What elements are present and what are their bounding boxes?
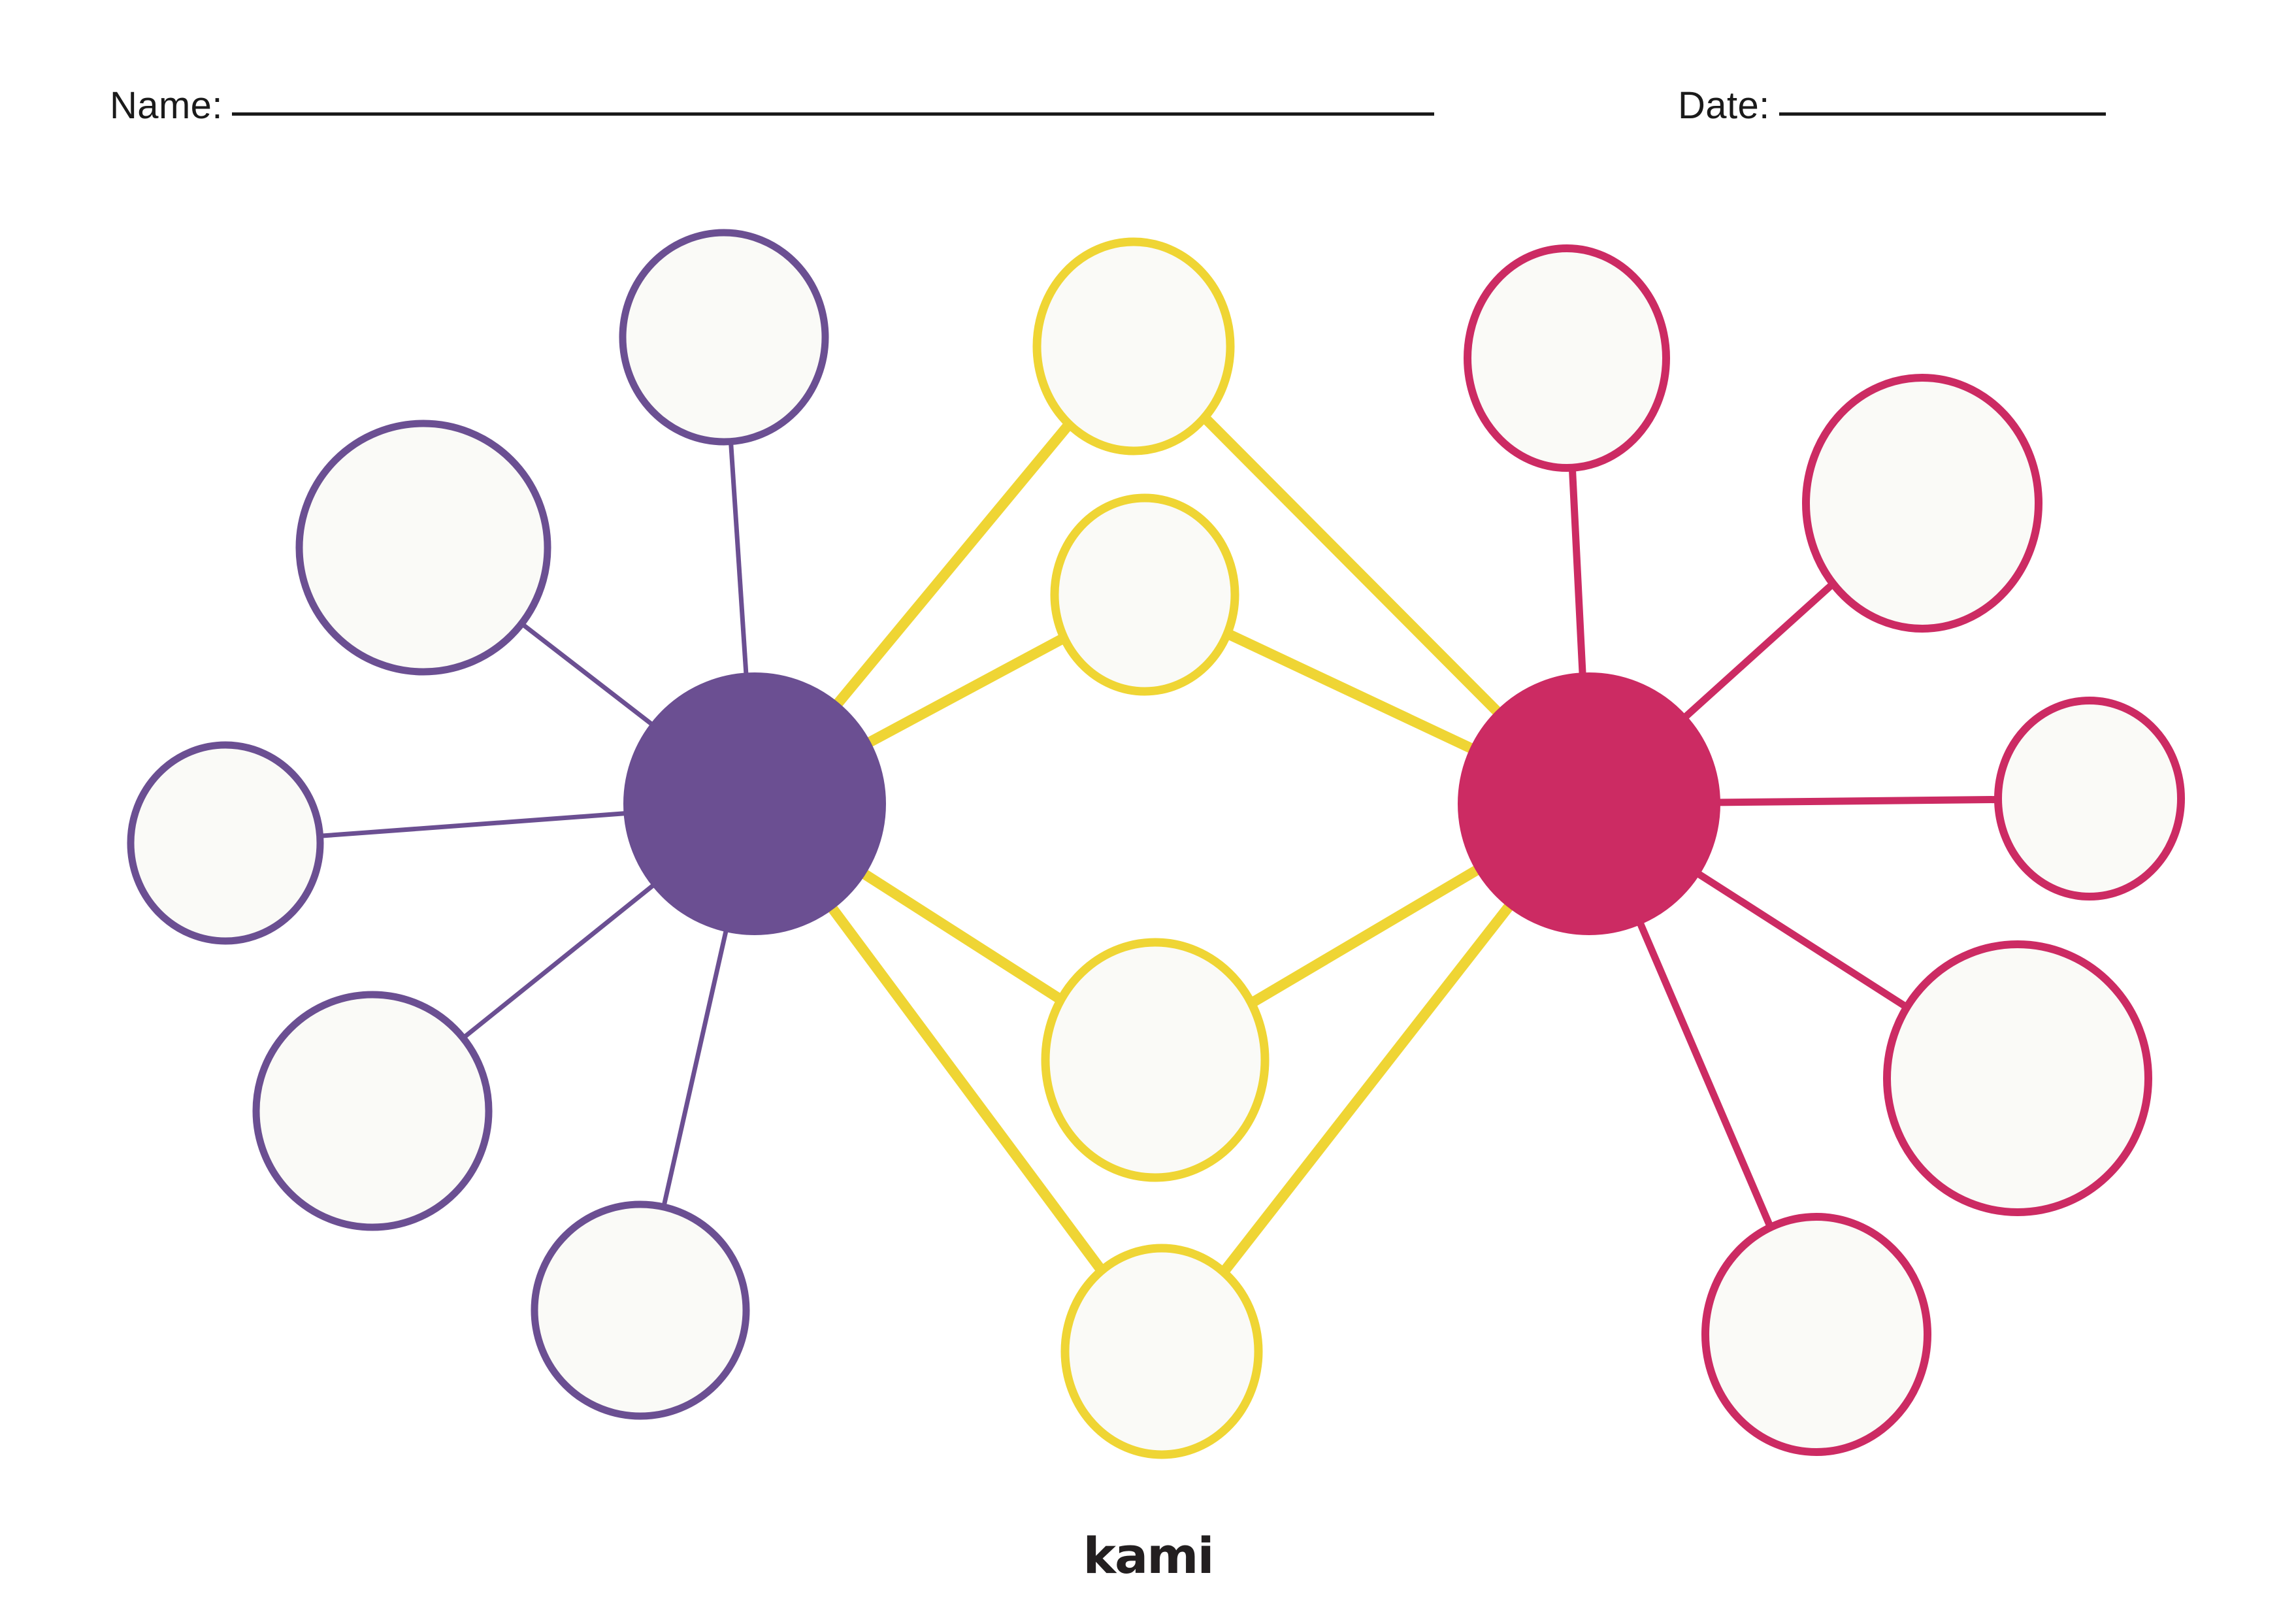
name-write-line[interactable] xyxy=(231,112,1434,116)
bubble-p1[interactable] xyxy=(619,229,829,446)
hub-bubble-hub-purple[interactable] xyxy=(623,672,886,935)
date-field[interactable]: Date: xyxy=(1678,84,2106,127)
bubble-p4[interactable] xyxy=(252,991,493,1231)
bubble-c4[interactable] xyxy=(1883,940,2152,1216)
bubble-y2[interactable] xyxy=(1050,493,1239,696)
connector-line-hub-purple-y3 xyxy=(862,870,1064,1004)
bubble-p3[interactable] xyxy=(127,741,324,945)
date-label: Date: xyxy=(1678,84,1770,127)
bubble-p5[interactable] xyxy=(531,1200,750,1420)
connector-line-hub-crimson-c4 xyxy=(1697,871,1909,1011)
bubble-c1[interactable] xyxy=(1464,244,1670,472)
connector-line-hub-purple-p3 xyxy=(320,811,625,838)
connector-line-hub-purple-p2 xyxy=(520,621,653,726)
bubble-y1[interactable] xyxy=(1032,237,1235,455)
bubble-y4[interactable] xyxy=(1060,1244,1263,1459)
bubble-c2[interactable] xyxy=(1802,374,2042,633)
connector-line-hub-crimson-c1 xyxy=(1568,467,1586,674)
worksheet-header: Name: Date: xyxy=(0,84,2296,156)
name-label: Name: xyxy=(110,84,223,127)
bubble-c5[interactable] xyxy=(1701,1213,1931,1456)
connector-line-hub-crimson-c3 xyxy=(1719,795,1999,806)
connector-line-hub-crimson-y4 xyxy=(1219,903,1513,1276)
edges-layer xyxy=(320,414,1999,1276)
connector-line-hub-purple-y1 xyxy=(834,421,1074,707)
connector-line-hub-crimson-y1 xyxy=(1200,414,1501,715)
connector-line-hub-crimson-y3 xyxy=(1249,865,1479,1008)
bubble-c3[interactable] xyxy=(1994,697,2185,901)
date-write-line[interactable] xyxy=(1779,112,2106,116)
kami-logo: kami xyxy=(1083,1527,1214,1585)
nodes-layer xyxy=(127,229,2185,1459)
connector-line-hub-purple-p5 xyxy=(661,931,729,1208)
hub-bubble-hub-crimson[interactable] xyxy=(1458,672,1720,935)
connector-line-hub-crimson-c2 xyxy=(1683,581,1836,719)
name-field[interactable]: Name: xyxy=(110,84,1434,127)
connector-line-hub-purple-p4 xyxy=(461,884,655,1040)
bubble-y3[interactable] xyxy=(1041,938,1270,1182)
connector-line-hub-purple-y2 xyxy=(867,633,1067,747)
connector-line-hub-purple-p1 xyxy=(729,441,749,674)
connector-line-hub-crimson-y2 xyxy=(1224,629,1473,753)
bubble-p2[interactable] xyxy=(295,420,551,676)
connector-line-hub-purple-y4 xyxy=(828,905,1106,1274)
connector-line-hub-crimson-c5 xyxy=(1637,922,1774,1229)
footer: kami xyxy=(0,1527,2296,1585)
